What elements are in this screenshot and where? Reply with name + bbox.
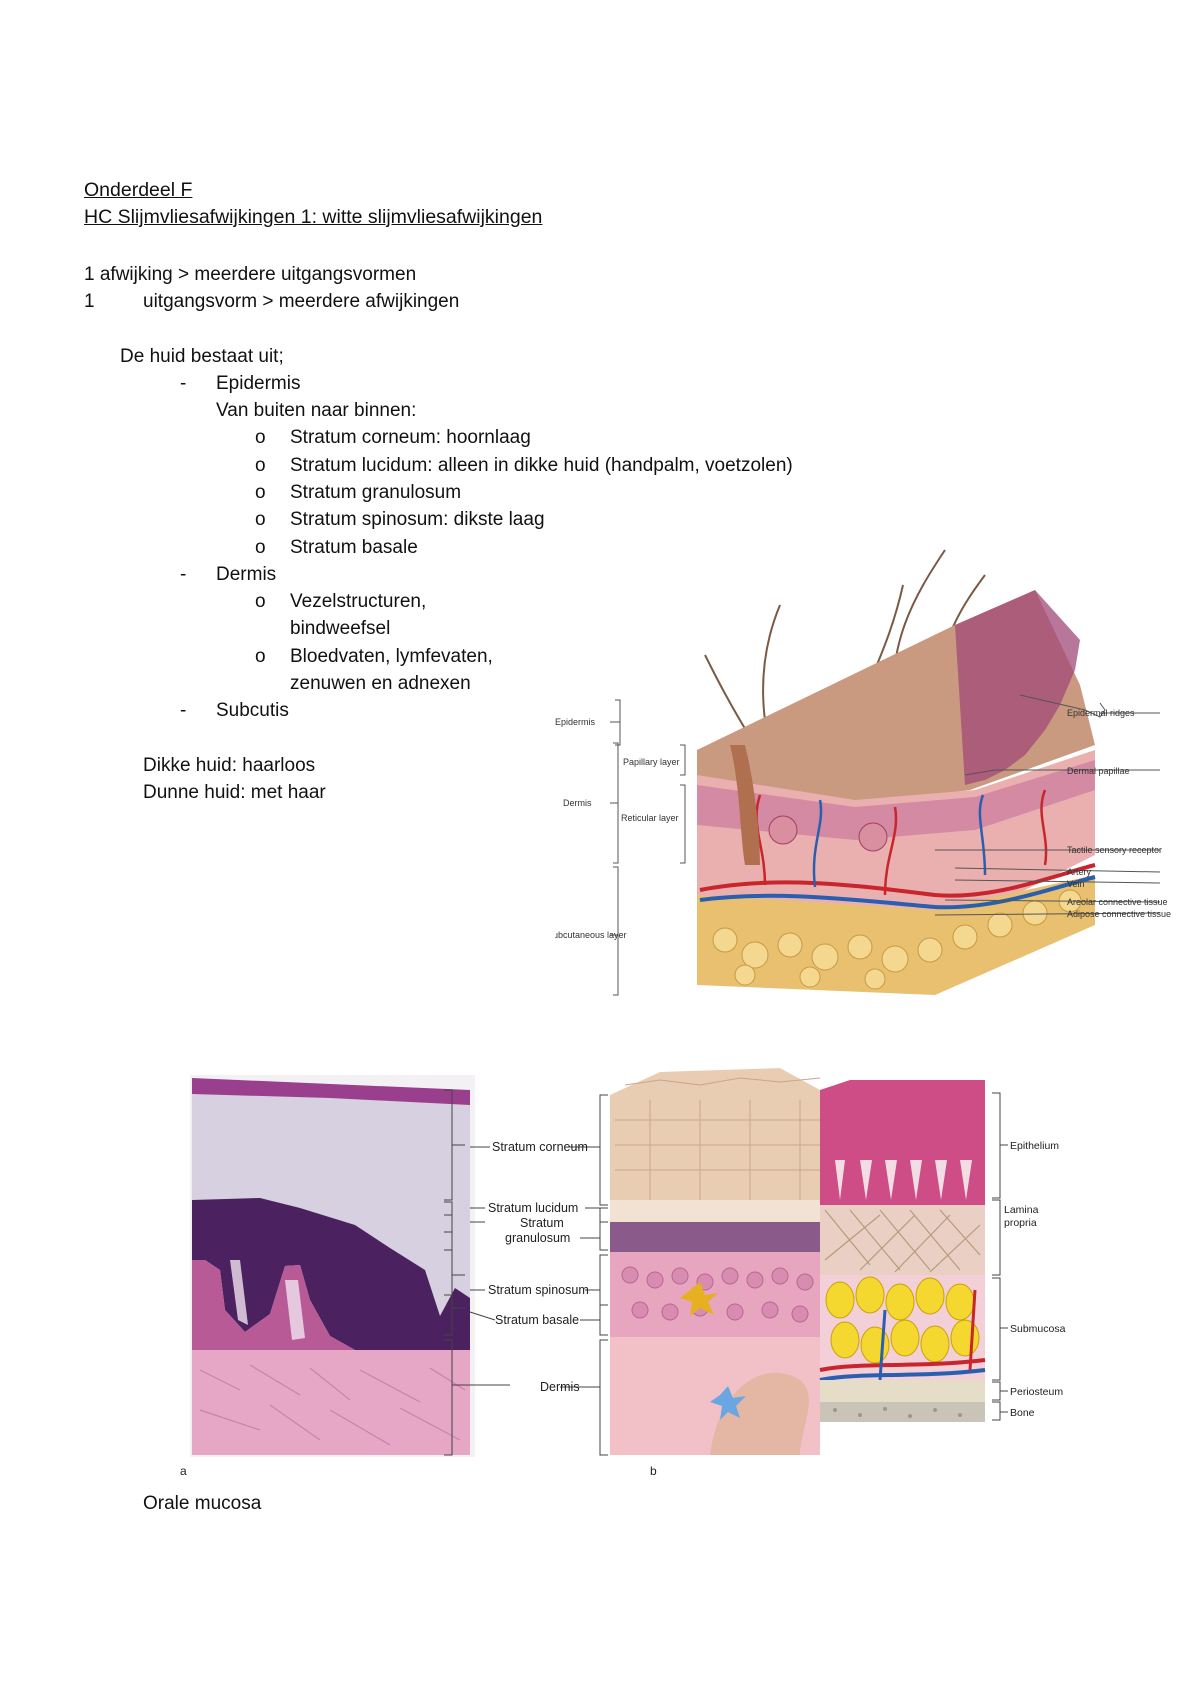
dermis-subitem-cont: bindweefsel — [290, 618, 391, 639]
lamina-fibers — [824, 1209, 981, 1273]
micrograph-corneum — [192, 1078, 470, 1318]
panel-a-label: a — [180, 1464, 187, 1478]
micrograph-dermis-texture — [199, 1364, 466, 1446]
skin-title: De huid bestaat uit; — [120, 346, 284, 367]
micrograph-dermis — [192, 1350, 470, 1455]
section-title: Onderdeel F — [84, 179, 193, 201]
label-epidermis: Epidermis — [555, 717, 596, 727]
panel-b-brackets — [599, 1094, 608, 1456]
periosteum — [820, 1380, 985, 1402]
label-lamina: Lamina — [1004, 1204, 1039, 1216]
label-vein: Vein — [1067, 879, 1085, 889]
middle-leaders — [469, 1146, 600, 1388]
label-areolar-tissue: Areolar connective tissue — [1067, 897, 1168, 907]
thin-skin-note: Dunne huid: met haar — [143, 782, 326, 803]
left-brackets — [610, 699, 686, 996]
micrograph-epidermis — [192, 1198, 470, 1350]
mucosa-scale-lines — [615, 1077, 821, 1200]
bone-texture — [833, 1407, 962, 1418]
dermis-subitem: Vezelstructuren, — [290, 591, 427, 612]
list-bullet: o — [255, 482, 266, 503]
label-stratum-basale: Stratum basale — [495, 1313, 579, 1327]
bone — [820, 1402, 985, 1422]
label-adipose-tissue: Adipose connective tissue — [1067, 909, 1171, 919]
label-periosteum: Periosteum — [1010, 1386, 1063, 1398]
micrograph-purple-top — [192, 1078, 470, 1105]
epidermis-item: Epidermis — [216, 373, 301, 394]
label-epithelium: Epithelium — [1010, 1140, 1059, 1152]
subcutaneous-block — [697, 875, 1095, 995]
mucosa-lucidum — [610, 1200, 820, 1222]
fat-cells — [712, 889, 1082, 990]
sebaceous-gland — [768, 815, 798, 845]
list-dash: - — [180, 373, 187, 394]
dermis-subitem: Bloedvaten, lymfevaten, — [290, 646, 493, 667]
mucosa-block-top — [820, 1080, 985, 1205]
list-bullet: o — [255, 427, 266, 448]
langerhans-cell — [680, 1282, 718, 1316]
mucosa-figure: a Stratum corneum Stratum lucidum Stratu… — [180, 1068, 1066, 1478]
label-epidermal-ridges: Epidermal ridges — [1067, 708, 1135, 718]
label-reticular-layer: Reticular layer — [621, 813, 679, 823]
list-bullet: o — [255, 591, 266, 612]
label-papillary-layer: Papillary layer — [623, 757, 680, 767]
dermis-item: Dermis — [216, 564, 277, 585]
micrograph-basal — [192, 1260, 470, 1360]
micrograph-pegs-pale — [230, 1260, 305, 1340]
right-leaders — [934, 694, 1161, 916]
right-brackets — [992, 1092, 1008, 1421]
hair-follicle — [730, 745, 760, 865]
label-dermis-b: Dermis — [540, 1380, 580, 1394]
epidermis-side — [955, 590, 1080, 785]
label-dermis: Dermis — [563, 798, 592, 808]
list-bullet: o — [255, 646, 266, 667]
mucosa-granulosum — [610, 1222, 820, 1252]
sweat-gland — [858, 822, 888, 852]
label-stratum: Stratum — [520, 1216, 564, 1230]
label-granulosum: granulosum — [505, 1231, 570, 1245]
thick-skin-note: Dikke huid: haarloos — [143, 755, 316, 776]
layer-item: Stratum granulosum — [290, 482, 462, 503]
layer-item: Stratum basale — [290, 537, 418, 558]
panel-b-label: b — [650, 1464, 657, 1478]
papillary-layer — [697, 760, 1095, 840]
label-tactile-receptor: Tactile sensory receptor — [1067, 845, 1162, 855]
label-submucosa: Submucosa — [1010, 1323, 1066, 1335]
dermis-subitem-cont: zenuwen en adnexen — [290, 673, 471, 694]
lamina-propria — [820, 1205, 985, 1275]
mucosa-corneum-top — [610, 1068, 820, 1200]
mucosa-papilla — [710, 1372, 809, 1455]
intro-line-2-text: uitgangsvorm > meerdere afwijkingen — [143, 291, 460, 312]
intro-line-2-number: 1 — [84, 291, 95, 312]
submucosa-vessels — [819, 1289, 986, 1382]
epidermis-subtitle: Van buiten naar binnen: — [216, 400, 417, 421]
skin-structure-figure: Epidermis Papillary layer Dermis Reticul… — [555, 549, 1171, 996]
label-stratum-lucidum: Stratum lucidum — [488, 1201, 578, 1215]
label-stratum-spinosum: Stratum spinosum — [488, 1283, 589, 1297]
intro-line-1: 1 afwijking > meerdere uitgangsvormen — [84, 264, 417, 285]
layer-item: Stratum spinosum: dikste laag — [290, 509, 545, 530]
layer-item: Stratum corneum: hoornlaag — [290, 427, 531, 448]
lecture-title: HC Slijmvliesafwijkingen 1: witte slijmv… — [84, 206, 543, 228]
mucosa-rete-ridges — [835, 1160, 972, 1200]
figure-caption: Orale mucosa — [143, 1493, 262, 1514]
list-bullet: o — [255, 455, 266, 476]
list-bullet: o — [255, 537, 266, 558]
merkel-cell — [710, 1386, 746, 1420]
label-stratum-corneum: Stratum corneum — [492, 1140, 588, 1154]
panel-a-brackets — [444, 1089, 510, 1456]
list-dash: - — [180, 564, 187, 585]
label-artery: Artery — [1067, 867, 1092, 877]
label-propria: propria — [1004, 1217, 1037, 1229]
label-dermal-papillae: Dermal papillae — [1067, 766, 1130, 776]
list-dash: - — [180, 700, 187, 721]
label-bone: Bone — [1010, 1407, 1035, 1419]
list-bullet: o — [255, 509, 266, 530]
layer-item: Stratum lucidum: alleen in dikke huid (h… — [290, 455, 793, 476]
subcutis-item: Subcutis — [216, 700, 289, 721]
label-subcutaneous-layer: Subcutaneous layer — [555, 930, 627, 940]
